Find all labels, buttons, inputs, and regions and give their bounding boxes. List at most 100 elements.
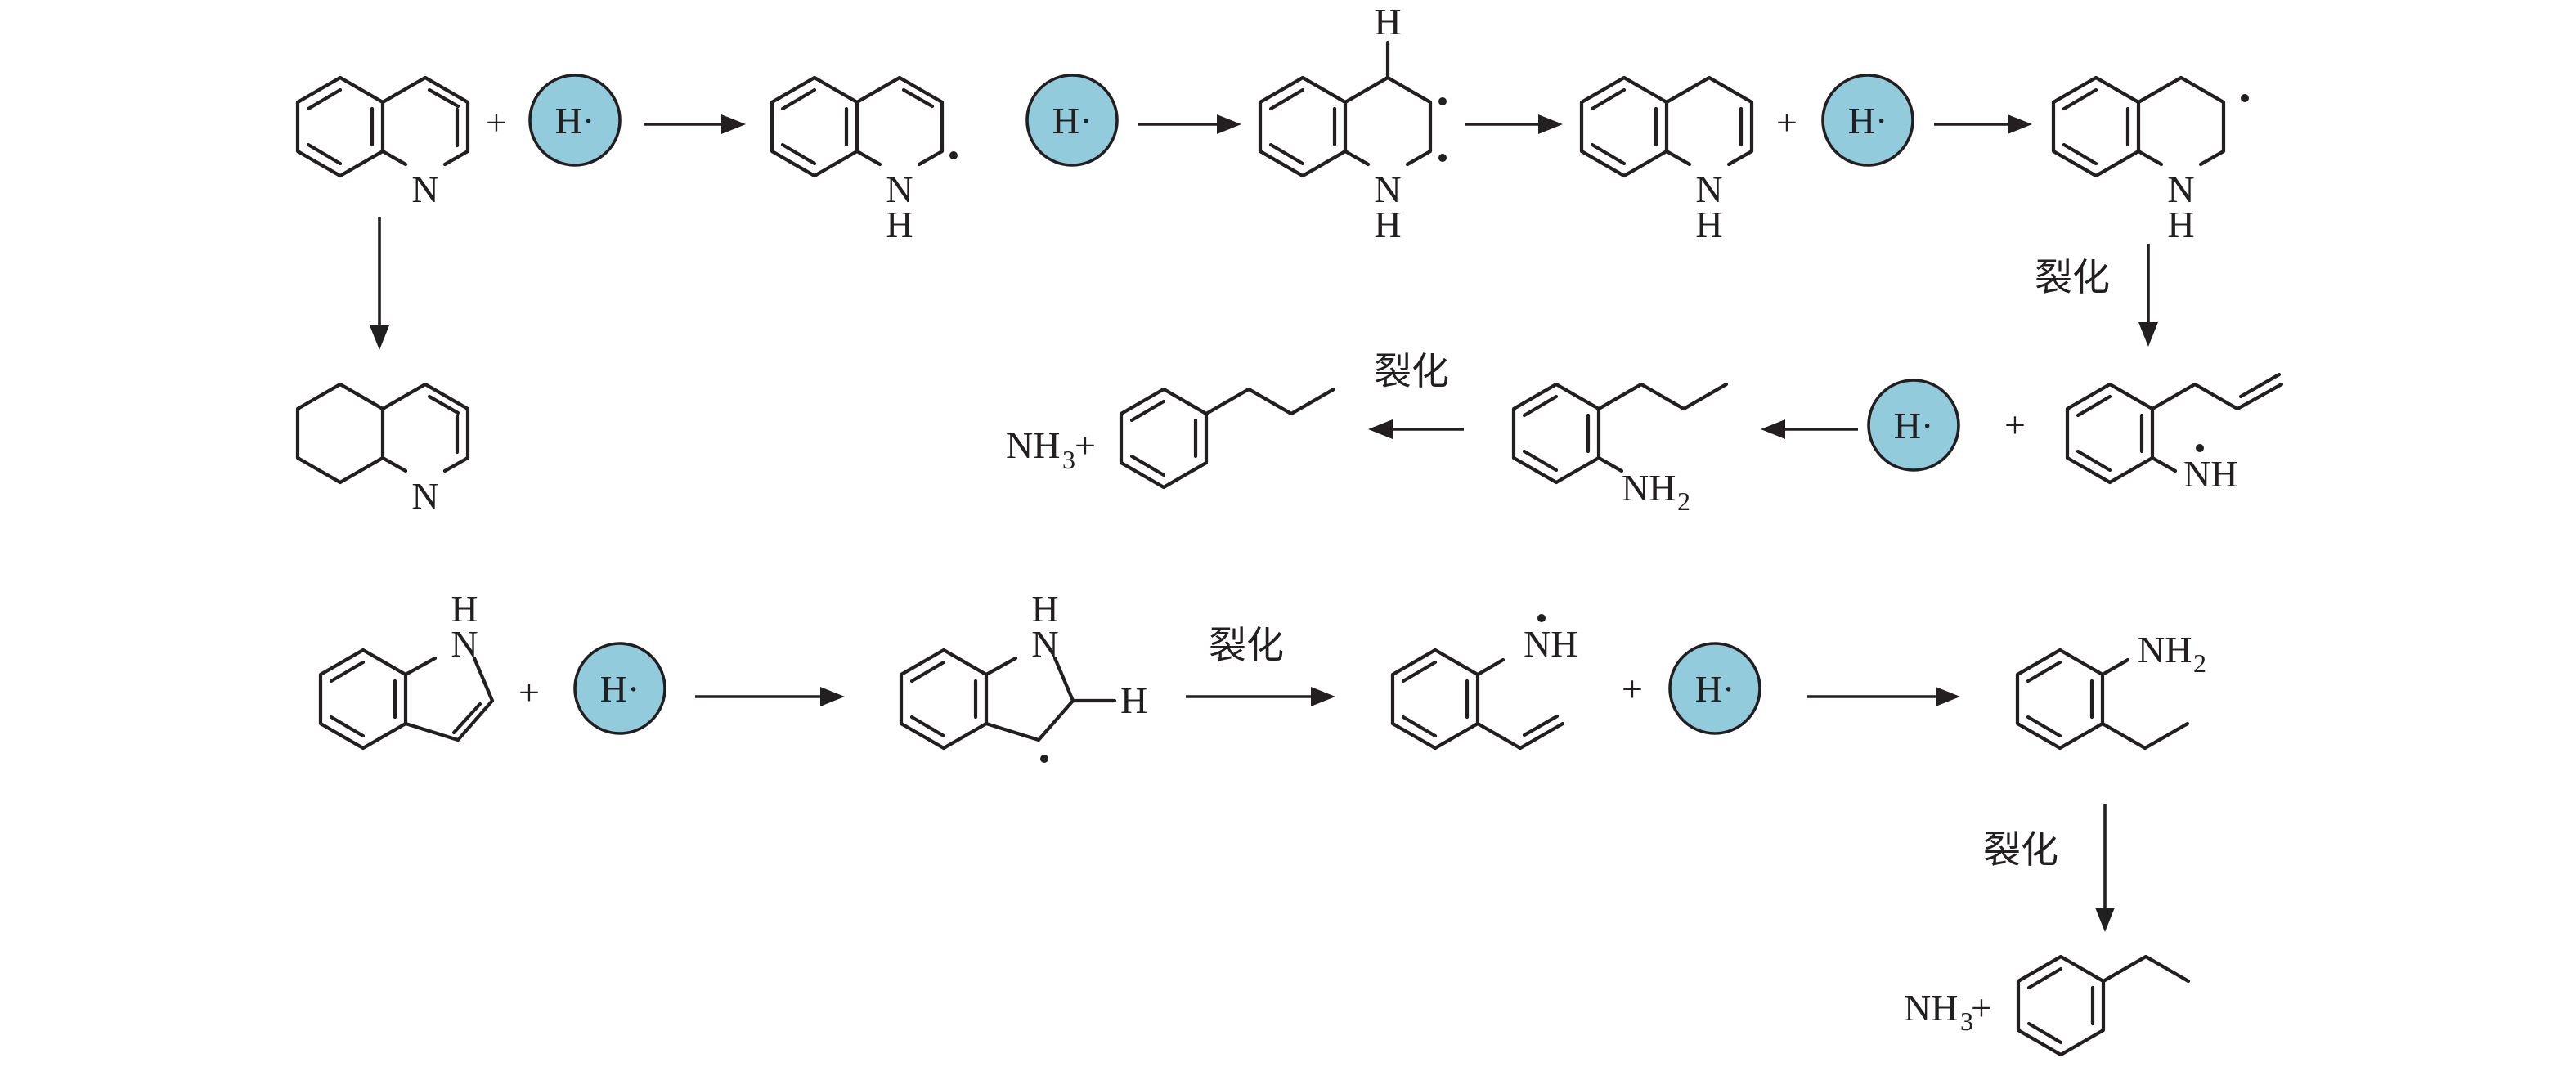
amino-label: NH [1622, 467, 1676, 509]
bond [1343, 75, 1433, 167]
reaction-arrow [370, 217, 389, 350]
hydrogen-label: H [886, 204, 913, 245]
radical-dot [1040, 755, 1048, 763]
bond [2150, 455, 2178, 473]
hydrogen-radical: H· [528, 74, 622, 167]
dihydroquinoline: N H [1579, 75, 1754, 245]
hydrogen-radical-label: H· [600, 668, 640, 710]
bond [380, 455, 408, 473]
hydrogen-radical-label: H· [1695, 668, 1735, 710]
bond [855, 75, 945, 167]
indole: N H [318, 588, 495, 751]
radical-dot [2196, 444, 2204, 452]
ammonia-subscript: 3 [1960, 1006, 1973, 1036]
bond [909, 660, 978, 738]
amino-label: NH [2138, 629, 2192, 670]
radical-dot [949, 151, 958, 159]
bond [451, 702, 482, 735]
nitrogen-label: N [1031, 623, 1058, 665]
hydrogen-label: H [1695, 204, 1722, 245]
bond [1596, 455, 1624, 473]
tetrahydroquinoline-radical: N H [2051, 75, 2249, 245]
indoline-radical: H N H [899, 588, 1147, 763]
nitrogen-label: N [1374, 168, 1401, 210]
bond [1522, 394, 1591, 473]
bond [2062, 87, 2130, 166]
hydrogen-label: H [451, 588, 478, 630]
nitrogen-label: N [1695, 168, 1722, 210]
bond [2076, 394, 2144, 473]
nitrogen-label: N [2167, 168, 2194, 210]
bond [1475, 721, 1565, 751]
allyl-aniline-radical: NH [2065, 372, 2284, 495]
hydrogen-radical-label: H· [1894, 405, 1934, 446]
bond [984, 656, 1075, 742]
propylaniline: NH 2 [1511, 382, 1729, 516]
hydrogen-radical: H· [1025, 74, 1119, 167]
bond [1268, 87, 1337, 166]
reaction-arrow [1761, 419, 1858, 439]
ammonia-subscript: 3 [1062, 445, 1075, 474]
bond [1475, 657, 1506, 677]
reaction-arrow [644, 114, 746, 134]
cracking-label: 裂化 [1209, 623, 1284, 667]
reaction-arrow [695, 687, 845, 706]
bond [2051, 75, 2141, 178]
ammonia-product: NH 3 + [1904, 987, 1992, 1036]
hydrogen-radical-label: H· [1052, 100, 1093, 141]
ammonia-product: NH 3 + [1006, 424, 1096, 474]
aminyl-label: NH [1524, 623, 1577, 665]
quinoline: N [295, 75, 470, 210]
nitrogen-label: N [411, 475, 438, 517]
bond [2026, 966, 2095, 1045]
plus-sign: + [1622, 668, 1643, 710]
bond [2100, 657, 2130, 677]
bond [427, 87, 460, 148]
cracking-arrow: 裂化 [1368, 349, 1464, 439]
bond [329, 660, 397, 738]
radical-dot [1438, 154, 1447, 162]
propylbenzene [1119, 387, 1336, 490]
radical-dot [2241, 94, 2249, 102]
bond [770, 75, 859, 178]
tetrahydroquinoline-diradical: H N H [1258, 1, 1447, 245]
bond [1522, 714, 1560, 737]
bond [2238, 372, 2282, 399]
ethylaniline: NH 2 [2015, 629, 2206, 751]
bond [855, 149, 882, 167]
bond [2026, 660, 2094, 738]
hydrogen-label: H [1374, 204, 1401, 245]
nitrogen-label: N [411, 168, 438, 210]
nitrogen-label: N [886, 168, 913, 210]
tetrahydroquinoline: N [295, 382, 470, 517]
hydrogen-radical-circle [1867, 379, 1960, 472]
bond [2101, 954, 2191, 984]
plus-sign: + [1075, 424, 1096, 466]
vinylaniline-radical: NH [1390, 614, 1577, 751]
bond [984, 656, 1018, 677]
hydrogen-radical-circle [1025, 74, 1119, 167]
bond [427, 394, 460, 455]
bond [2065, 382, 2155, 485]
bond [2150, 382, 2284, 411]
bond [295, 75, 385, 178]
bond [2015, 648, 2105, 751]
bond [1204, 387, 1336, 416]
bond [380, 149, 408, 167]
bond [380, 75, 470, 167]
cracking-arrow: 裂化 [2035, 244, 2158, 347]
bond [380, 382, 470, 473]
bond [1343, 149, 1371, 167]
plus-sign: + [2004, 404, 2026, 446]
hydrogen-label: H [2167, 204, 2194, 245]
bond [901, 87, 935, 109]
radical-dot [1438, 97, 1447, 105]
ammonia-label: NH [1006, 424, 1060, 466]
bond [318, 648, 408, 751]
amino-subscript: 2 [1677, 486, 1690, 516]
hydrogen-radical: H· [1867, 379, 1960, 472]
bond [2016, 954, 2106, 1057]
bond [2136, 75, 2226, 167]
